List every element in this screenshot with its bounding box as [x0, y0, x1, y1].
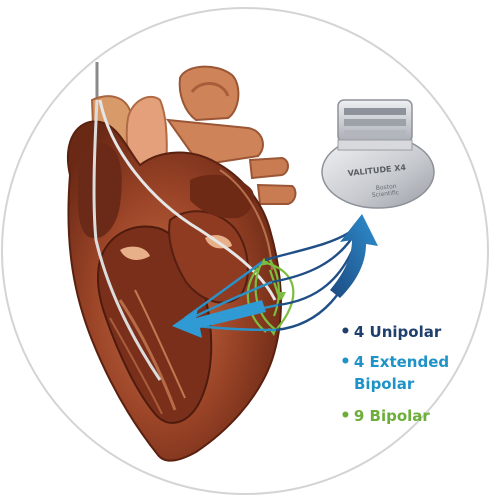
illustration: VALITUDE X4 Boston Scientific	[0, 0, 490, 503]
